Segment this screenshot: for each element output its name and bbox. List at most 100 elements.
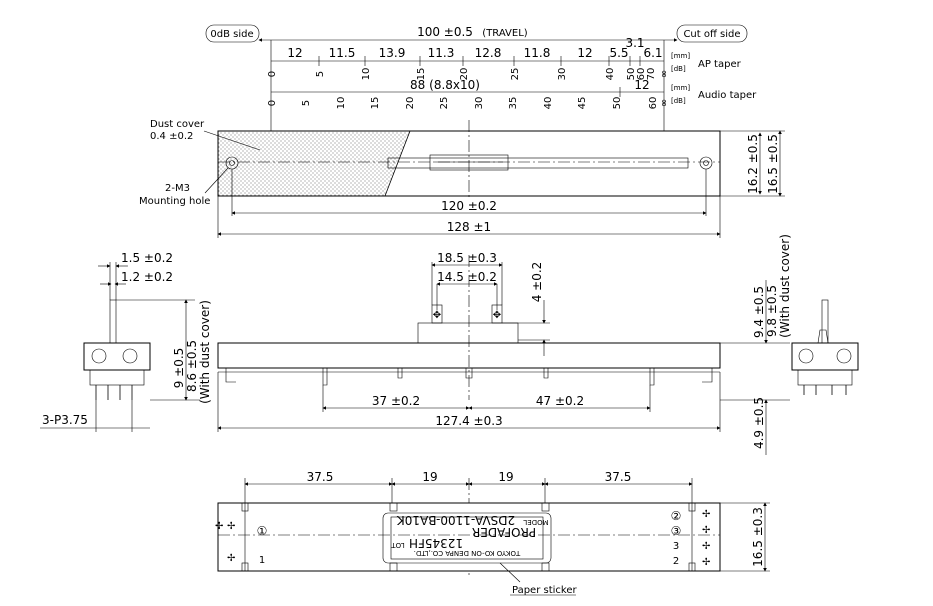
ap-db-4: 20 [459, 68, 470, 81]
slot [387, 157, 689, 169]
dim-128: 128 ±1 [447, 220, 491, 234]
ap-db-5: 25 [510, 68, 521, 81]
side-knob [417, 322, 519, 344]
side-knob-left-mark: ✥ [433, 310, 441, 321]
side-feet [225, 368, 713, 386]
seg-0: 37.5 [307, 470, 334, 484]
ap-unit-mm: [mm] [671, 52, 690, 60]
dim-8-6: 8.6 ±0.5 [185, 340, 199, 392]
svg-text:✢: ✢ [215, 521, 223, 532]
bottom-bosses [241, 502, 696, 572]
ap-mm-3: 11.3 [428, 46, 455, 60]
svg-text:✢: ✢ [702, 509, 710, 520]
pin-3: 3 [673, 541, 679, 552]
audio-db-12: ∞ [659, 99, 670, 107]
right-end-screw-1 [798, 348, 814, 364]
audio-db-3: 15 [370, 97, 381, 110]
left-end-screw-2 [122, 348, 138, 364]
audio-db-9: 45 [577, 97, 588, 110]
travel-suffix: (TRAVEL) [482, 28, 527, 39]
ap-mm-4: 12.8 [475, 46, 502, 60]
ap-db-0: 0 [267, 71, 278, 77]
left-end-knob-stem [109, 299, 117, 344]
audio-db-1: 5 [301, 100, 312, 106]
pin-2: 2 [673, 556, 679, 567]
with-dust-cover-right: (With dust cover) [778, 234, 792, 338]
bottom-view: 37.5 19 19 37.5 ✢ ✢ ✢ ✢ ✢ ✢ ✢ ① [215, 470, 770, 596]
ap-db-6: 30 [557, 68, 568, 81]
sticker-outline [382, 512, 552, 564]
zero-db-side-label: 0dB side [210, 29, 253, 40]
ap-db-8: 50 [626, 68, 637, 81]
seg-3: 37.5 [605, 470, 632, 484]
sticker-inner [390, 516, 544, 560]
svg-text:✢: ✢ [702, 541, 710, 552]
mount-hole-right-inner [703, 160, 709, 166]
ap-mm-6: 12 [577, 46, 592, 60]
audio-db-11: 60 [648, 97, 659, 110]
dust-cover [217, 130, 411, 197]
audio-db-5: 25 [439, 97, 450, 110]
ap-db-11: ∞ [659, 70, 670, 78]
pin-1: 1 [259, 555, 265, 566]
left-end-body [83, 342, 151, 371]
left-end-base [89, 369, 145, 386]
bottom-pins-left: ✢ ✢ ✢ [215, 521, 235, 564]
dim-16-5: 16.5 ±0.5 [766, 134, 780, 194]
paper-sticker-leader [499, 562, 521, 583]
paper-sticker: TOKYO KO-ON DENPA CO.,LTD. 12345FH LOT P… [382, 512, 552, 564]
audio-db-6: 30 [474, 97, 485, 110]
dim-18-5: 18.5 ±0.3 [437, 251, 497, 265]
svg-text:✢: ✢ [702, 557, 710, 568]
audio-db-2: 10 [336, 97, 347, 110]
sticker-lot: 12345FH [409, 536, 463, 550]
ap-taper-ticks [318, 56, 641, 66]
ap-db-7: 40 [605, 68, 616, 81]
dim-1-2: 1.2 ±0.2 [121, 270, 173, 284]
left-end-screw-1 [91, 348, 107, 364]
pin-circ-1: ① [257, 524, 268, 538]
audio-db-4: 20 [405, 97, 416, 110]
ap-db-1: 5 [315, 71, 326, 77]
sticker-brand: PROFADER [472, 525, 536, 539]
ap-db-9: 60 [636, 68, 647, 81]
right-end-clip [817, 329, 829, 344]
ap-taper-label: AP taper [698, 59, 742, 70]
right-end-screw-2 [836, 348, 852, 364]
sticker-model: 2DSVA-1100-BA10K [396, 513, 515, 527]
ap-mm-8: 6.1 [643, 46, 662, 60]
dim-1-5: 1.5 ±0.2 [121, 251, 173, 265]
ap-mm-1: 11.5 [329, 46, 356, 60]
dim-4-9: 4.9 ±0.5 [752, 397, 766, 449]
dim-47: 47 ±0.2 [536, 394, 584, 408]
audio-mm-left: 88 (8.8x10) [410, 78, 480, 92]
audio-db-10: 50 [612, 97, 623, 110]
cut-off-side-label: Cut off side [683, 29, 740, 40]
dim-3p: 3-P3.75 [42, 413, 88, 427]
dim-9-8: 9.8 ±0.5 [765, 285, 779, 337]
top-view: 0dB side Cut off side 100 ±0.5 (TRAVEL) … [139, 24, 785, 238]
audio-unit-db: [dB] [671, 97, 686, 105]
right-end-body [791, 342, 859, 371]
audio-unit-mm: [mm] [671, 84, 690, 92]
cut-off-side-box [676, 24, 748, 43]
zero-db-side-box [205, 24, 260, 43]
ap-mm-0: 12 [287, 46, 302, 60]
with-dust-cover-left: (With dust cover) [198, 300, 212, 404]
audio-mm-right: 12 [634, 78, 649, 92]
travel-dimension: 100 ±0.5 [417, 25, 473, 39]
dim-4: 4 ±0.2 [530, 262, 544, 303]
svg-text:✢: ✢ [227, 553, 235, 564]
right-end-base [797, 369, 853, 386]
ap-mm-7: 5.5 [609, 46, 628, 60]
audio-db-8: 40 [543, 97, 554, 110]
seg-1: 19 [422, 470, 437, 484]
sticker-maker: TOKYO KO-ON DENPA CO.,LTD. [414, 549, 522, 557]
audio-db-0: 0 [267, 100, 278, 106]
mount-leader [204, 167, 229, 194]
ap-db-3: 15 [416, 68, 427, 81]
left-end-view [83, 299, 151, 400]
dim-37: 37 ±0.2 [372, 394, 420, 408]
audio-db-7: 35 [508, 97, 519, 110]
